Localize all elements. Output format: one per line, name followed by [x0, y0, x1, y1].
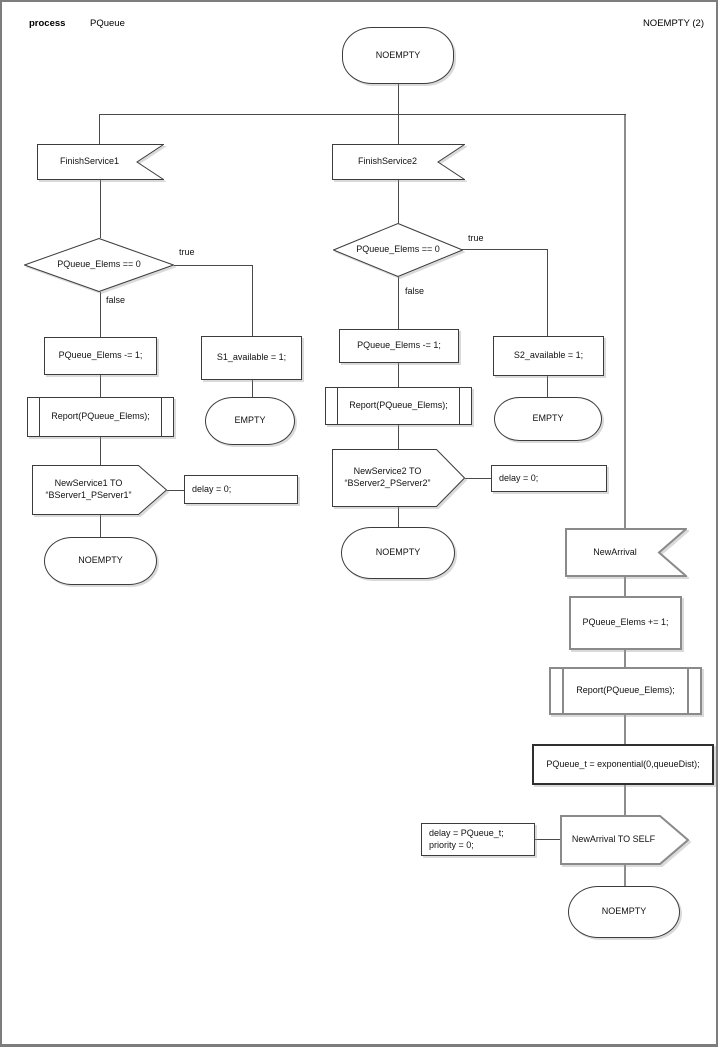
start-state-noempty[interactable]: NOEMPTY [342, 27, 454, 84]
send-new-service1[interactable]: NewService1 TO “BServer1_PServer1” [32, 465, 167, 515]
state-empty-left[interactable]: EMPTY [205, 397, 295, 445]
edge-label-true: true [468, 233, 484, 243]
connector [547, 376, 548, 397]
decision-pqueue-elems-mid[interactable]: PQueue_Elems == 0 [333, 223, 463, 277]
action-decrement-mid[interactable]: PQueue_Elems -= 1; [339, 329, 459, 363]
send-new-arrival-to-self[interactable]: NewArrival TO SELF [560, 815, 689, 865]
process-kind-label: process [29, 18, 66, 29]
connector [465, 478, 491, 479]
receive-finish-service1[interactable]: FinishService1 [37, 144, 164, 180]
state-noempty-mid[interactable]: NOEMPTY [341, 527, 455, 579]
attrs-delay-left[interactable]: delay = 0; [184, 475, 298, 504]
edge-label-true: true [179, 247, 195, 257]
connector [398, 363, 399, 387]
action-increment[interactable]: PQueue_Elems += 1; [569, 596, 682, 650]
procedure-report-left[interactable]: Report(PQueue_Elems); [27, 397, 174, 437]
connector [535, 839, 560, 840]
connector-true-branch [462, 249, 547, 250]
connector-false-branch [100, 292, 101, 337]
receive-finish-service2[interactable]: FinishService2 [332, 144, 465, 180]
decision-pqueue-elems-left[interactable]: PQueue_Elems == 0 [24, 238, 174, 292]
connector-false-branch [398, 277, 399, 329]
connector [547, 249, 548, 336]
connector [398, 115, 399, 144]
action-decrement-left[interactable]: PQueue_Elems -= 1; [44, 337, 157, 375]
connector [99, 115, 100, 144]
connector [99, 114, 626, 115]
action-pqueue-t-exponential[interactable]: PQueue_t = exponential(0,queueDist); [532, 744, 714, 785]
state-noempty-left[interactable]: NOEMPTY [44, 537, 157, 585]
procedure-report-right[interactable]: Report(PQueue_Elems); [549, 667, 702, 715]
connector [398, 507, 399, 527]
send-new-service2[interactable]: NewService2 TO “BServer2_PServer2” [332, 449, 465, 507]
connector-highlighted [624, 577, 626, 596]
state-empty-mid[interactable]: EMPTY [494, 397, 602, 441]
action-s2-available[interactable]: S2_available = 1; [493, 336, 604, 376]
procedure-report-mid[interactable]: Report(PQueue_Elems); [325, 387, 472, 425]
connector [167, 490, 184, 491]
connector [100, 180, 101, 238]
process-name: PQueue [90, 18, 125, 29]
attrs-delay-priority[interactable]: delay = PQueue_t; priority = 0; [421, 823, 535, 856]
connector [398, 180, 399, 223]
receive-new-arrival[interactable]: NewArrival [565, 528, 687, 577]
edge-label-false: false [106, 295, 126, 305]
state-noempty-right[interactable]: NOEMPTY [568, 886, 680, 938]
connector [398, 425, 399, 449]
page-label: NOEMPTY (2) [642, 18, 704, 29]
connector [100, 375, 101, 397]
connector-highlighted [624, 115, 626, 528]
connector [252, 380, 253, 397]
connector [100, 437, 101, 465]
connector-true-branch [174, 265, 252, 266]
connector [252, 265, 253, 336]
connector-highlighted [624, 650, 626, 667]
connector [100, 515, 101, 537]
connector-highlighted [624, 785, 626, 815]
action-s1-available[interactable]: S1_available = 1; [201, 336, 302, 380]
connector [398, 84, 399, 114]
connector-highlighted [624, 865, 626, 886]
connector-highlighted [624, 715, 626, 744]
attrs-delay-mid[interactable]: delay = 0; [491, 465, 607, 492]
edge-label-false: false [405, 286, 425, 296]
